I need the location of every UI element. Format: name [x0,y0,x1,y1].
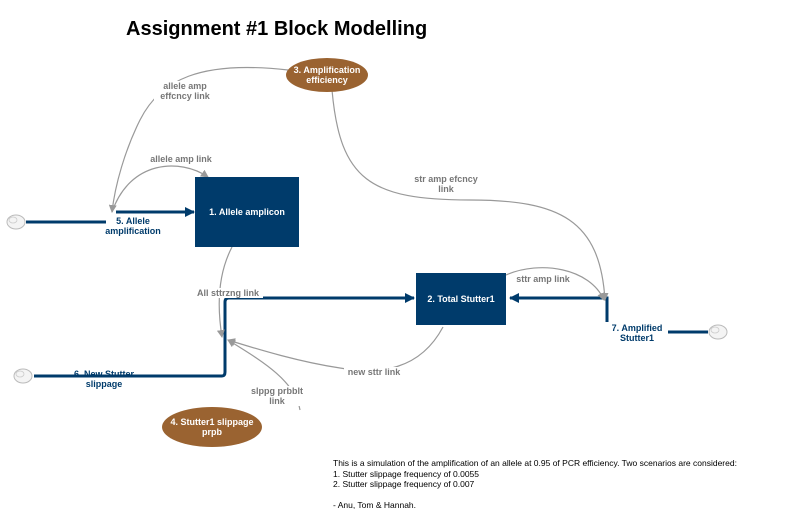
note-spacer [333,490,737,500]
link-label-all-sttrzng: All sttrzng link [193,288,263,298]
cloud-icon [13,368,33,384]
link-label-allele-amp-effcncy: allele amp effcncy link [154,81,216,101]
link-allele-amp-effcncy [108,66,289,213]
converter-stutter-slippage[interactable]: 4. Stutter1 slippage prpb [162,407,262,447]
link-label-new-sttr: new sttr link [344,367,404,377]
note-line: This is a simulation of the amplificatio… [333,458,737,468]
note-authors: - Anu, Tom & Hannah. [333,499,417,510]
link-label-slppg-prbblt: slppg prbblt link [244,386,310,406]
stock-label: 2. Total Stutter1 [427,294,495,304]
converter-amplification-efficiency[interactable]: 3. Amplification efficiency [286,58,368,92]
note-line: 1. Stutter slippage frequency of 0.0055 [333,468,480,479]
flow-label-allele-amplification: 5. Allele amplification [105,216,161,236]
cloud-icon [6,214,26,230]
flow-new-stutter-slippage [34,293,415,378]
description-note: This is a simulation of the amplificatio… [333,458,737,510]
flow-label-new-stutter-slippage: 6. New Stutter slippage [73,369,134,389]
stock-total-stutter[interactable]: 2. Total Stutter1 [416,273,506,325]
page-title: Assignment #1 Block Modelling [126,18,428,40]
converter-label: 4. Stutter1 slippage prpb [170,417,254,437]
converter-label: 3. Amplification efficiency [293,65,361,85]
link-new-sttr [227,326,444,372]
link-str-amp-efcncy [331,89,609,301]
cloud-icon [708,324,728,340]
link-allele-amp [111,165,209,213]
flow-label-amplified-stutter: 7. Amplified Stutter1 [611,323,663,343]
link-label-sttr-amp: sttr amp link [512,274,574,284]
stock-allele-amplicon[interactable]: 1. Allele amplicon [195,177,299,247]
stock-label: 1. Allele amplicon [209,207,285,217]
link-all-sttrzng [216,246,233,338]
note-line: 2. Stutter slippage frequency of 0.007 [333,479,475,489]
link-sttr-amp [505,267,605,301]
flow-allele-amplification [26,207,195,224]
link-label-allele-amp: allele amp link [146,154,216,164]
link-label-str-amp-efcncy: str amp efcncy link [410,174,482,194]
